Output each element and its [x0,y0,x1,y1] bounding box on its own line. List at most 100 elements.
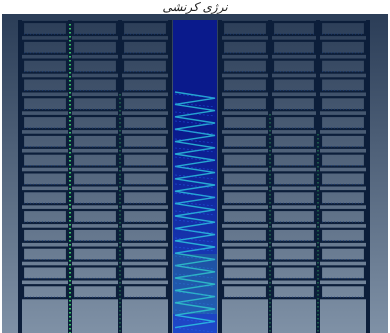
beam-bay-2-floor-14 [121,284,169,300]
beam-bay-4-floor-6 [221,133,269,149]
wall-mesh-line [174,201,216,207]
beam-bay-5-floor-2 [271,58,317,74]
beam-bay-5-floor-10 [271,208,317,225]
column-7 [366,20,370,333]
wall-mesh-line [174,156,216,162]
beam-bay-0-floor-6 [21,133,69,149]
beam-bay-4-floor-12 [221,246,269,262]
beam-bay-0-floor-11 [21,227,69,243]
beam-bay-0-floor-3 [21,77,69,93]
beam-bay-4-floor-10 [221,208,269,225]
beam-bay-5-floor-11 [271,227,317,243]
wall-mesh-line [174,183,216,189]
beam-bay-2-floor-3 [121,77,169,93]
column-3 [168,20,172,333]
beam-bay-5-floor-4 [271,96,317,112]
beam-bay-6-floor-5 [319,114,367,131]
structural-frame-model [2,14,388,333]
beam-bay-1-floor-2 [71,58,119,74]
beam-bay-0-floor-4 [21,96,69,112]
beam-bay-0-floor-2 [21,58,69,74]
beam-bay-5-floor-5 [271,114,317,131]
beam-bay-1-floor-6 [71,133,119,149]
beam-bay-1-floor-11 [71,227,119,243]
beam-bay-6-floor-2 [319,58,367,74]
beam-bay-6-floor-14 [319,284,367,300]
beam-bay-4-floor-14 [221,284,269,300]
beam-bay-6-floor-9 [319,190,367,206]
wall-mesh-line [174,309,216,315]
wall-mesh-line [174,246,216,252]
beam-bay-2-floor-4 [121,96,169,112]
beam-bay-4-floor-3 [221,77,269,93]
beam-bay-2-floor-8 [121,171,169,187]
beam-bay-2-floor-12 [121,246,169,262]
strain-energy-contour [69,24,319,333]
wall-mesh-line [174,192,216,198]
beam-bay-6-floor-8 [319,171,367,187]
beam-bay-4-floor-8 [221,171,269,187]
beam-bay-5-floor-6 [271,133,317,149]
beam-bay-1-floor-0 [71,20,119,37]
figure-caption: نرژی کرنشی [162,0,228,14]
wall-mesh-line [174,282,216,288]
beam-bay-5-floor-1 [271,39,317,55]
beam-bay-1-floor-13 [71,265,119,281]
beam-bay-6-floor-1 [319,39,367,55]
beam-bay-0-floor-5 [21,114,69,131]
beam-bay-5-floor-9 [271,190,317,206]
frame-grid [18,20,370,333]
beam-bay-4-floor-4 [221,96,269,112]
wall-mesh-line [174,138,216,144]
beam-bay-1-floor-3 [71,77,119,93]
wall-mesh-line [174,111,216,117]
wall-mesh-line [174,129,216,135]
wall-mesh-line [174,237,216,243]
beam-bay-4-floor-1 [221,39,269,55]
beam-bay-1-floor-14 [71,284,119,300]
wall-mesh-line [174,255,216,261]
beam-bay-1-floor-1 [71,39,119,55]
column-0 [18,20,22,333]
beam-bay-4-floor-7 [221,152,269,168]
beam-bay-2-floor-11 [121,227,169,243]
beam-bay-0-floor-7 [21,152,69,168]
wall-mesh-line [174,219,216,225]
column-2 [118,20,122,333]
beam-bay-5-floor-7 [271,152,317,168]
wall-mesh-line [174,147,216,153]
beam-bay-0-floor-13 [21,265,69,281]
wall-mesh-line [174,318,216,324]
beam-bay-0-floor-0 [21,20,69,37]
wall-mesh-line [174,264,216,270]
wall-mesh-line [174,273,216,279]
beam-bay-2-floor-13 [121,265,169,281]
beam-bay-6-floor-12 [319,246,367,262]
beam-bay-5-floor-0 [271,20,317,37]
wall-mesh-line [174,102,216,108]
wall-mesh-line [174,228,216,234]
beam-bay-2-floor-2 [121,58,169,74]
beam-bay-0-floor-14 [21,284,69,300]
beam-bay-6-floor-13 [319,265,367,281]
beam-bay-4-floor-0 [221,20,269,37]
beam-bay-0-floor-10 [21,208,69,225]
beam-bay-4-floor-13 [221,265,269,281]
beam-bay-6-floor-6 [319,133,367,149]
beam-bay-6-floor-0 [319,20,367,37]
beam-bay-5-floor-8 [271,171,317,187]
wall-mesh-line [174,120,216,126]
beam-bay-1-floor-7 [71,152,119,168]
beam-bay-5-floor-3 [271,77,317,93]
beam-bay-6-floor-4 [319,96,367,112]
beam-bay-1-floor-8 [71,171,119,187]
beam-bay-1-floor-4 [71,96,119,112]
beam-bay-6-floor-10 [319,208,367,225]
beam-bay-4-floor-2 [221,58,269,74]
beam-bay-2-floor-0 [121,20,169,37]
wall-mesh-line [174,291,216,297]
beam-bay-1-floor-10 [71,208,119,225]
beam-bay-1-floor-12 [71,246,119,262]
beam-bay-2-floor-7 [121,152,169,168]
